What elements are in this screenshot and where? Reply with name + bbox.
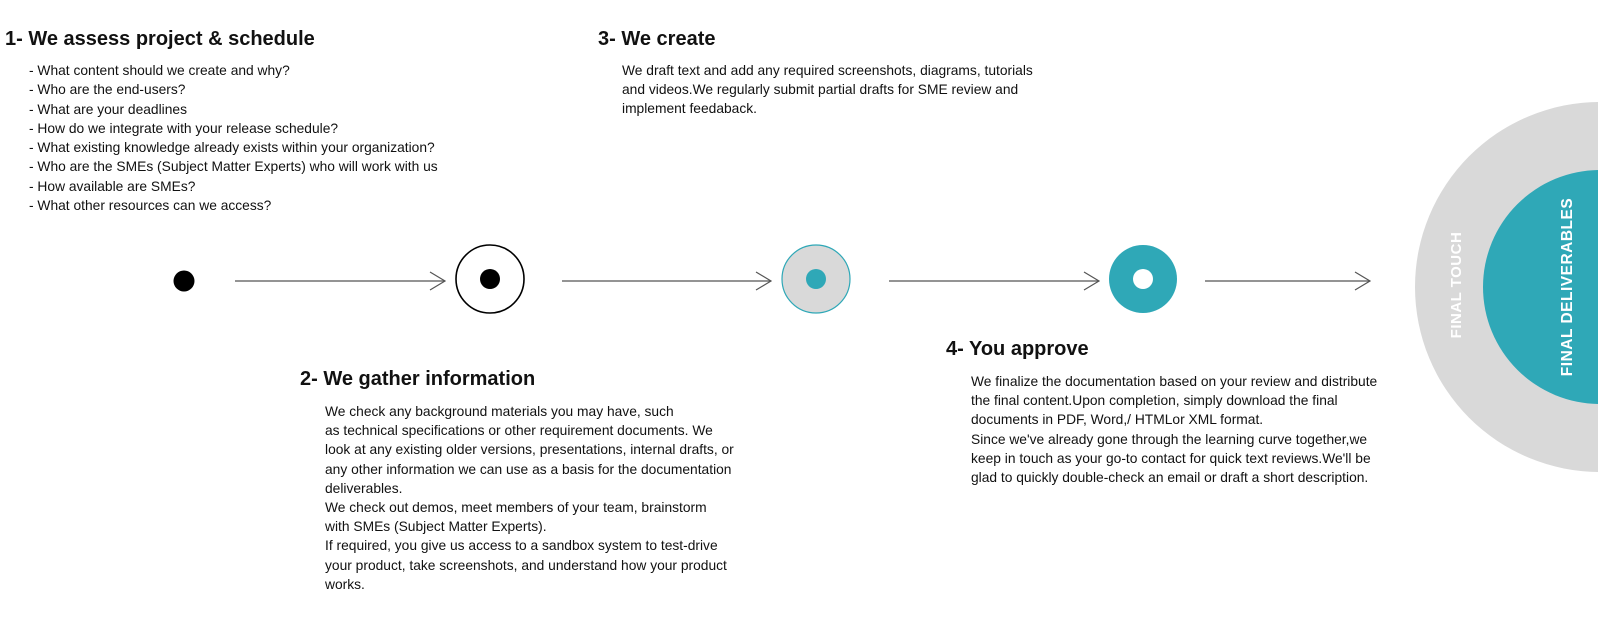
text-line: We check any background materials you ma… [325, 404, 674, 419]
list-item: - How do we integrate with your release … [29, 120, 339, 136]
step2-heading: 2- We gather information [300, 368, 536, 390]
step2-description: We check any background materials you ma… [325, 402, 785, 594]
text-line: your product, take screenshots, and unde… [325, 557, 727, 573]
text-line: We draft text and add any required scree… [622, 63, 1033, 78]
text-line: keep in touch as your go-to contact for … [971, 450, 1371, 466]
text-line: If required, you give us access to a san… [325, 538, 718, 554]
text-line: documents in PDF, Word,/ HTMLor XML form… [971, 412, 1264, 428]
arrow-2 [562, 271, 773, 291]
text-line: We check out demos, meet members of your… [325, 500, 707, 516]
text-line: works. [325, 576, 365, 592]
text-line: We finalize the documentation based on y… [971, 374, 1378, 389]
step1-marker [173, 270, 195, 292]
step3-marker [781, 244, 851, 314]
step4-heading: 4- You approve [946, 338, 1089, 360]
list-item: - Who are the SMEs (Subject Matter Exper… [29, 159, 438, 175]
text-line: the final content.Upon completion, simpl… [971, 393, 1338, 409]
final-touch-label: FINAL TOUCH [1448, 232, 1465, 339]
final-deliverables-circle [1483, 170, 1598, 404]
step3-heading: 3- We create [598, 28, 716, 50]
text-line: and videos.We regularly submit partial d… [622, 82, 1019, 98]
text-line: any other information we can use as a ba… [325, 461, 732, 477]
list-item: - How available are SMEs? [29, 178, 196, 194]
list-item: - What other resources can we access? [29, 198, 272, 214]
step1-heading: 1- We assess project & schedule [5, 28, 315, 50]
list-item: - Who are the end-users? [29, 82, 186, 98]
text-line: deliverables. [325, 480, 403, 496]
final-rings: FINAL TOUCH FINAL DELIVERABLES [1415, 102, 1598, 472]
arrow-1 [235, 271, 447, 291]
text-line: as technical specifications or other req… [325, 423, 713, 439]
arrow-4 [1205, 271, 1372, 291]
step1-question-list: - What content should we create and why?… [29, 61, 438, 215]
list-item: - What content should we create and why? [29, 63, 290, 78]
step4-marker [1109, 245, 1177, 313]
text-line: glad to quickly double-check an email or… [971, 470, 1369, 486]
text-line: Since we've already gone through the lea… [971, 431, 1368, 447]
step2-marker [455, 244, 525, 314]
list-item: - What existing knowledge already exists… [29, 140, 435, 156]
list-item: - What are your deadlines [29, 101, 187, 117]
final-deliverables-label: FINAL DELIVERABLES [1559, 198, 1576, 376]
arrow-3 [889, 271, 1101, 291]
step4-description: We finalize the documentation based on y… [971, 372, 1431, 487]
text-line: with SMEs (Subject Matter Experts). [325, 519, 547, 535]
text-line: implement feedaback. [622, 101, 757, 117]
text-line: look at any existing older versions, pre… [325, 442, 734, 458]
step3-description: We draft text and add any required scree… [622, 61, 1082, 119]
